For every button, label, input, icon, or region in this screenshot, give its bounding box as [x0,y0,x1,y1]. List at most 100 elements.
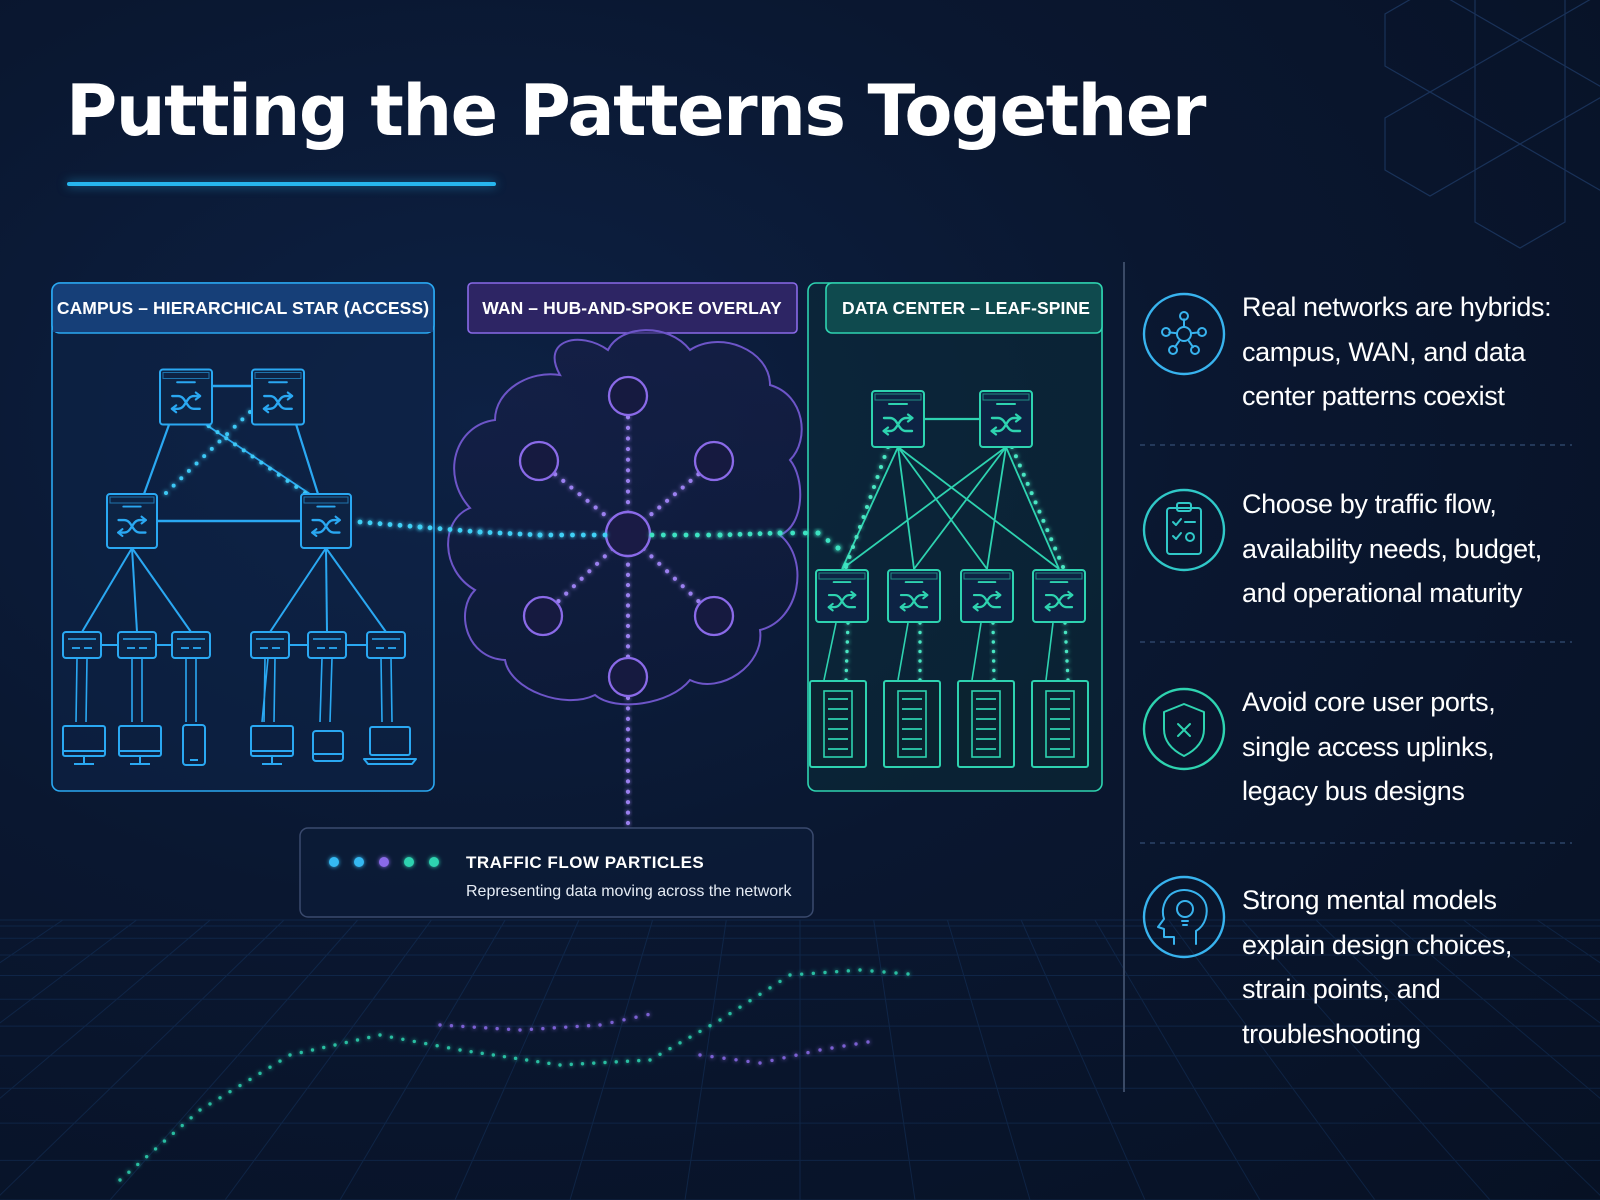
grid-line-v [0,919,64,964]
flow-dot [232,424,237,429]
flow-dot [1045,528,1050,533]
wave-dot [830,1046,834,1050]
flow-dot [1037,509,1042,514]
flow-dot [844,659,849,663]
flow-dot [844,668,849,673]
check-mark [1172,532,1182,540]
flow-dot [737,531,743,537]
wave-dot [818,1048,822,1052]
switch-top-edge [963,572,1011,580]
wave-dot [536,1059,540,1064]
campus-panel-title: CAMPUS – HIERARCHICAL STAR (ACCESS) [57,298,429,318]
wave-dot [598,1023,602,1027]
check-mark [1172,518,1182,526]
wave-dot [518,1028,522,1032]
flow-dot [587,569,592,574]
flow-dot [649,554,654,559]
flow-dot [1017,463,1022,468]
takeaway-line: troubleshooting [1242,1018,1421,1049]
switch-body [307,631,347,659]
takeaways-list [1123,262,1572,1092]
wave-dot [144,1154,149,1159]
flow-dot [625,789,631,794]
flow-dot [1013,454,1018,459]
flow-dot [802,530,808,536]
wave-dot [858,968,862,972]
hex-cell [1564,97,1600,191]
flow-dot [664,569,670,574]
clipboard-clip [1176,502,1192,512]
flow-dot [579,576,584,581]
flow-dot [825,538,831,543]
flow-dot [854,535,859,539]
flow-dot [727,532,733,538]
grid-line-v [1241,919,1491,1200]
access-endpoint-link [85,657,88,723]
access-switch [62,631,102,659]
wave-dot [288,1053,292,1057]
wave-dot [162,1139,167,1143]
flow-dot [477,529,483,535]
hex-pattern [1384,0,1600,249]
flow-dot [224,436,229,441]
flow-dot [194,461,199,466]
switch-body [300,493,352,549]
wave-dot [524,1058,529,1062]
spine-leaf-link [986,446,1007,570]
dist-access-link [81,547,133,633]
flow-dot [918,649,922,654]
flow-dot [851,545,855,549]
flow-dot [625,425,631,430]
grid-line-v [684,919,727,1200]
switch-top-edge [162,372,210,379]
core-dist-link [142,421,172,495]
takeaway-line: Choose by traffic flow, [1242,489,1497,519]
grid-line-v [109,919,359,1200]
grid-line-v [1315,919,1600,1196]
hex-cell [1384,91,1476,197]
flow-dot [672,532,678,538]
flow-dot [387,522,393,527]
title-underline [67,182,496,186]
flow-dot [1053,546,1058,551]
takeaway-line: center patterns coexist [1242,381,1505,411]
wave-dot [823,970,827,975]
wave-dot [180,1123,184,1128]
flow-dot [367,520,373,526]
grid-line-v [569,919,654,1200]
switch-body [250,631,290,659]
wave-dot [778,979,782,984]
wave-dot [506,1027,511,1031]
hub-leaf [1190,345,1200,355]
flow-dot [918,659,922,663]
flow-dot [1021,472,1026,477]
flow-dot [625,800,631,805]
wave-dot [854,1042,858,1046]
flow-dot [186,468,191,473]
server-rack [957,680,1015,768]
wave-dot [710,1054,714,1059]
grid-line-v [873,919,916,1200]
flow-dot [625,820,631,826]
wave-dot [748,999,752,1003]
wave-dot [268,1065,272,1069]
wan-panel: WAN – HUB-AND-SPOKE OVERLAY [447,282,803,826]
switch-body [251,368,305,426]
wave-dot [322,1045,326,1050]
grid-line-v [1094,919,1261,1200]
wave-dot [412,1039,416,1044]
wan-spoke [693,440,735,482]
rack-frame [1031,680,1089,768]
legend-title: TRAFFIC FLOW PARTICLES [466,853,704,872]
flow-dot [875,475,880,479]
core-dist-link [294,423,320,495]
hub-leaf [1179,311,1189,321]
leaf-switch [815,569,869,623]
wave-dot [449,1024,454,1028]
wave-dot [513,1056,518,1061]
wave-dot [882,970,886,974]
wave-dot [637,1058,641,1063]
wave-dot [238,1083,242,1088]
wave-dot [794,1053,798,1057]
